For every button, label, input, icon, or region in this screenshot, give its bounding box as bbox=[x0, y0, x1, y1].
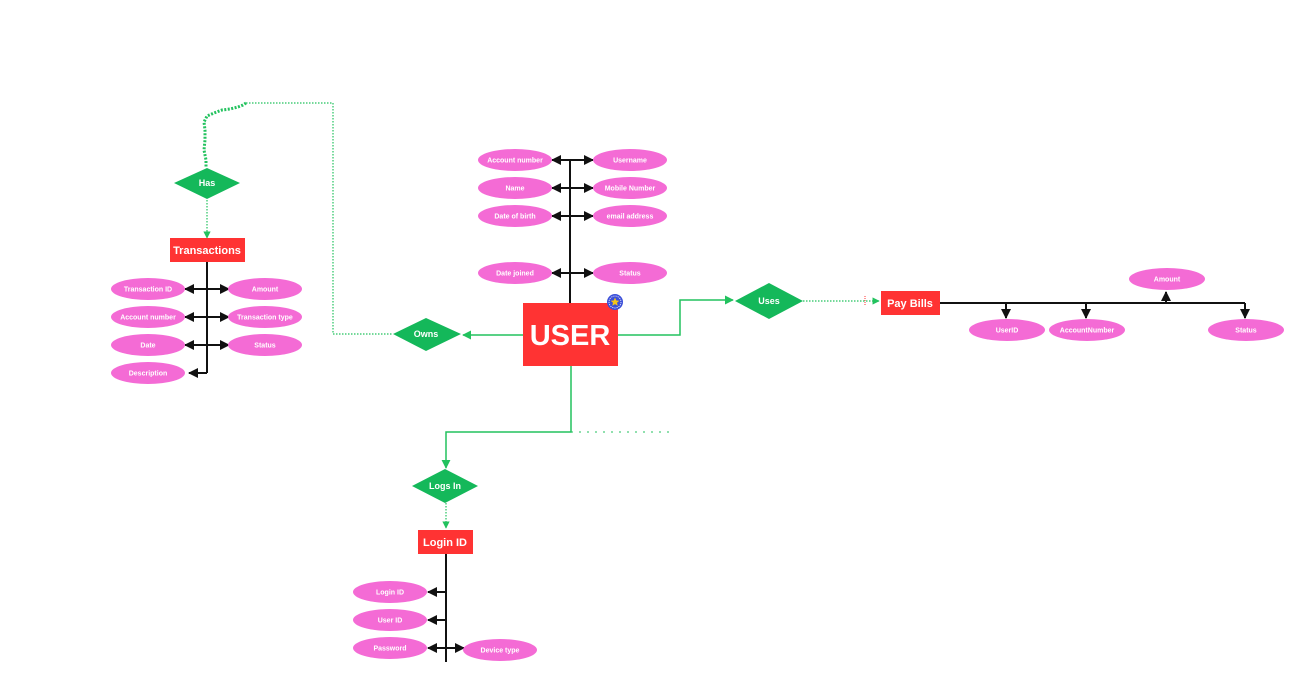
attr-tx-date[interactable]: Date bbox=[111, 334, 185, 356]
attr-login-password[interactable]: Password bbox=[353, 637, 427, 659]
attr-tx-description[interactable]: Description bbox=[111, 362, 185, 384]
attr-tx-transaction-type-label: Transaction type bbox=[237, 315, 293, 322]
attr-tx-date-label: Date bbox=[140, 343, 155, 350]
attr-user-date-joined[interactable]: Date joined bbox=[478, 262, 552, 284]
attr-login-device-type[interactable]: Device type bbox=[463, 639, 537, 661]
attr-login-login-id-label: Login ID bbox=[376, 590, 404, 597]
attr-user-status[interactable]: Status bbox=[593, 262, 667, 284]
attr-login-user-id[interactable]: User ID bbox=[353, 609, 427, 631]
entity-user-label: USER bbox=[530, 320, 611, 352]
attr-pb-status-label: Status bbox=[1235, 328, 1257, 335]
attr-tx-amount-label: Amount bbox=[252, 287, 279, 294]
attr-tx-account-number-label: Account number bbox=[120, 315, 176, 322]
attr-user-email-address-label: email address bbox=[607, 214, 654, 221]
relationship-uses[interactable]: Uses bbox=[735, 283, 803, 319]
attr-user-name-label: Name bbox=[505, 186, 524, 193]
link-connectors bbox=[202, 101, 880, 529]
attr-login-device-type-label: Device type bbox=[481, 648, 520, 655]
attr-user-date-of-birth-label: Date of birth bbox=[494, 214, 535, 221]
attr-login-user-id-label: User ID bbox=[378, 618, 403, 625]
attr-user-date-joined-label: Date joined bbox=[496, 271, 534, 278]
star-badge-icon bbox=[607, 294, 623, 310]
attr-user-account-number-label: Account number bbox=[487, 158, 543, 165]
attr-tx-transaction-type[interactable]: Transaction type bbox=[228, 306, 302, 328]
attr-tx-status[interactable]: Status bbox=[228, 334, 302, 356]
entity-login-id[interactable]: Login ID bbox=[418, 530, 473, 554]
user-uses-link bbox=[618, 295, 734, 336]
scribble-link bbox=[202, 101, 247, 168]
attr-pb-account-number-label: AccountNumber bbox=[1060, 328, 1115, 335]
entity-user[interactable]: USER bbox=[523, 303, 618, 366]
attr-user-date-of-birth[interactable]: Date of birth bbox=[478, 205, 552, 227]
entity-transactions[interactable]: Transactions bbox=[170, 238, 245, 262]
attr-pb-status[interactable]: Status bbox=[1208, 319, 1284, 341]
attr-tx-status-label: Status bbox=[254, 343, 276, 350]
attr-login-login-id[interactable]: Login ID bbox=[353, 581, 427, 603]
entity-pay-bills-label: Pay Bills bbox=[887, 298, 933, 310]
attr-tx-transaction-id[interactable]: Transaction ID bbox=[111, 278, 185, 300]
attr-pb-account-number[interactable]: AccountNumber bbox=[1049, 319, 1125, 341]
attr-tx-transaction-id-label: Transaction ID bbox=[124, 287, 172, 294]
attr-user-email-address[interactable]: email address bbox=[593, 205, 667, 227]
attr-tx-amount[interactable]: Amount bbox=[228, 278, 302, 300]
entity-login-id-label: Login ID bbox=[423, 537, 467, 549]
attr-login-password-label: Password bbox=[373, 646, 406, 653]
relationship-has[interactable]: Has bbox=[174, 168, 240, 199]
attr-pb-amount-label: Amount bbox=[1154, 277, 1181, 284]
attr-user-account-number[interactable]: Account number bbox=[478, 149, 552, 171]
attr-user-name[interactable]: Name bbox=[478, 177, 552, 199]
transactions-owns-link bbox=[246, 102, 392, 335]
relationship-owns-label: Owns bbox=[414, 329, 439, 339]
attribute-ellipses: Account number Username Name Mobile Numb… bbox=[111, 149, 1284, 661]
attr-tx-account-number[interactable]: Account number bbox=[111, 306, 185, 328]
relationship-logs-in[interactable]: Logs In bbox=[412, 469, 478, 503]
attr-user-username-label: Username bbox=[613, 158, 647, 165]
entity-transactions-label: Transactions bbox=[173, 245, 241, 257]
relationship-uses-label: Uses bbox=[758, 296, 780, 306]
relationship-owns[interactable]: Owns bbox=[393, 318, 461, 351]
attr-user-mobile-number[interactable]: Mobile Number bbox=[593, 177, 667, 199]
attr-user-mobile-number-label: Mobile Number bbox=[605, 186, 656, 193]
user-logsin-link bbox=[441, 366, 572, 469]
attribute-trunks bbox=[184, 155, 1250, 662]
attr-tx-description-label: Description bbox=[129, 371, 168, 378]
attr-user-username[interactable]: Username bbox=[593, 149, 667, 171]
attr-user-status-label: Status bbox=[619, 271, 641, 278]
relationship-logs-in-label: Logs In bbox=[429, 481, 461, 491]
attr-pb-amount[interactable]: Amount bbox=[1129, 268, 1205, 290]
entity-pay-bills[interactable]: Pay Bills bbox=[881, 291, 940, 315]
relationship-has-label: Has bbox=[199, 178, 216, 188]
attr-pb-user-id[interactable]: UserID bbox=[969, 319, 1045, 341]
attr-pb-user-id-label: UserID bbox=[996, 328, 1019, 335]
